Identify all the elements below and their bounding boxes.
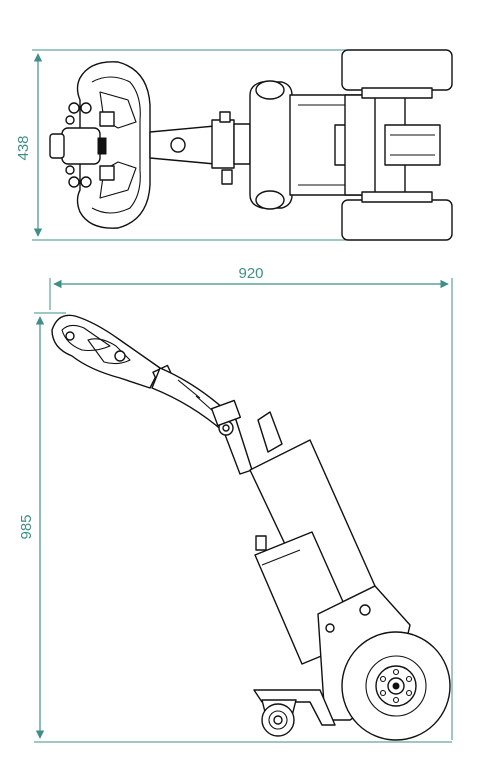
handle-grip-top <box>49 61 151 229</box>
top-view-width-label: 438 <box>15 135 32 160</box>
side-view: 920 985 <box>18 265 453 743</box>
body-top <box>249 80 441 210</box>
top-view-width-dimension: 438 <box>15 49 360 241</box>
drive-wheel-side <box>341 631 451 741</box>
wheels-top <box>341 49 453 241</box>
caster-wheel-side <box>261 699 297 737</box>
tiller-arm-side <box>151 367 253 475</box>
side-view-length-dimension: 920 <box>49 265 453 740</box>
side-view-height-dimension: 985 <box>18 312 452 743</box>
top-view: 438 <box>15 49 453 241</box>
side-view-length-label: 920 <box>238 265 263 282</box>
tiller-arm-top <box>149 111 251 185</box>
side-view-height-label: 985 <box>18 514 35 539</box>
